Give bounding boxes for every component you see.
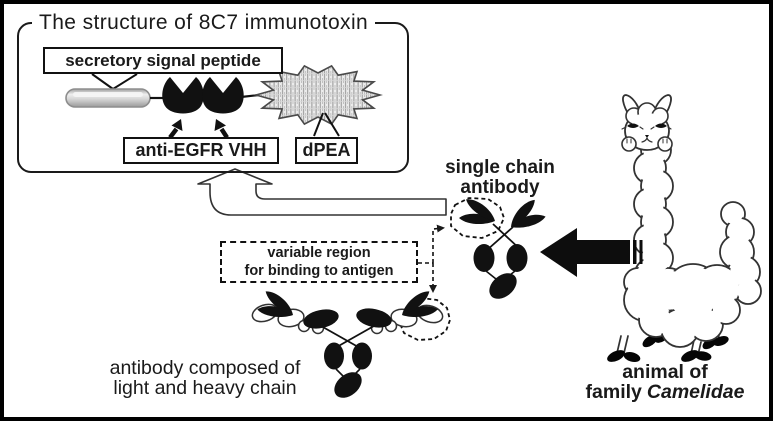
alpaca-body-fill xyxy=(626,137,759,345)
dpea-label: dPEA xyxy=(295,137,358,164)
derivation-arrow xyxy=(540,228,643,277)
alpaca-mouth xyxy=(641,137,653,143)
single-chain-antibody-graphic xyxy=(458,194,548,299)
variable-region-label: variable region for binding to antigen xyxy=(220,241,418,283)
alpaca-nose xyxy=(645,135,649,138)
alpaca-head xyxy=(621,94,673,152)
conventional-antibody-graphic xyxy=(251,287,444,398)
scfv-variable-octagon xyxy=(450,197,505,239)
signal-peptide-label: secretory signal peptide xyxy=(43,47,283,74)
heavy-chain-domain xyxy=(356,308,392,328)
dpea-callout xyxy=(313,112,340,137)
dpea-toxin-burst xyxy=(252,64,384,126)
signal-peptide-callout xyxy=(91,73,138,90)
variable-region-connectors xyxy=(396,197,505,341)
alpaca-illustration xyxy=(607,94,762,362)
construct-schematic xyxy=(65,64,384,139)
alpaca-paw-left xyxy=(621,136,637,152)
heavy-chain-domain xyxy=(303,309,339,329)
single-chain-antibody-label: single chain antibody xyxy=(445,157,555,198)
anti-egfr-vhh-label: anti-EGFR VHH xyxy=(123,137,279,164)
scfv-vhh-wing xyxy=(501,194,548,234)
construct-bent-arrow xyxy=(197,168,447,216)
alpaca-eye-left xyxy=(627,123,639,128)
alpaca-eyelashes xyxy=(621,126,672,130)
alpaca-paw-right xyxy=(657,136,673,152)
conventional-antibody-label: antibody composed of light and heavy cha… xyxy=(109,357,301,399)
alpaca-eye-right xyxy=(655,123,667,128)
vhh-pointer-arrows xyxy=(168,119,229,139)
arrow-speed-line xyxy=(633,240,637,264)
arrow-speed-line xyxy=(639,240,643,264)
figure-title: The structure of 8C7 immunotoxin xyxy=(32,11,376,35)
